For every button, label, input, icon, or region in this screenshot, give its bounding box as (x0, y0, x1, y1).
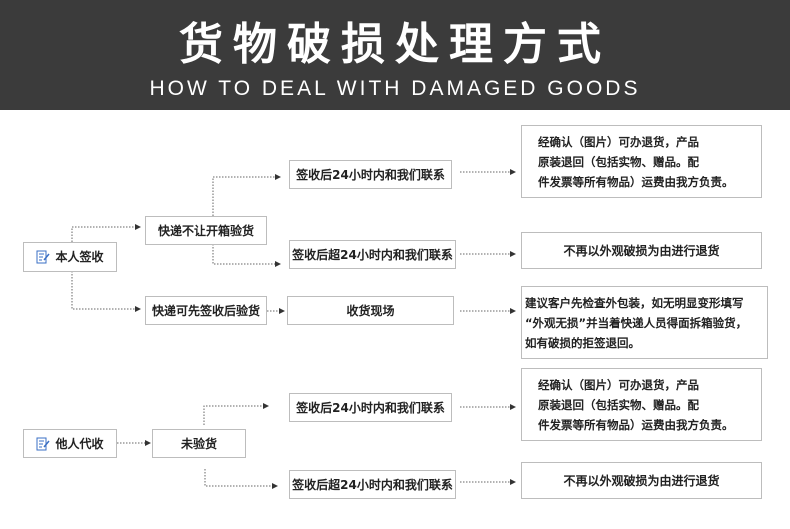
result-line: 建议客户先检查外包装，如无明显变形填写 (525, 296, 744, 310)
other-sign-box: 他人代收 (23, 429, 117, 458)
self-sign-label: 本人签收 (55, 250, 104, 264)
other-sign-label: 他人代收 (55, 436, 104, 451)
within-24h-box: 签收后24小时内和我们联系 (289, 393, 452, 422)
self-sign-box: 本人签收 (23, 242, 117, 272)
can-open-box: 快递可先签收后验货 (145, 296, 267, 325)
result-line: 原装退回（包括实物、赠品。配 (538, 155, 699, 169)
result-line: 经确认（图片）可办退货，产品 (538, 378, 699, 392)
result-line: 原装退回（包括实物、赠品。配 (538, 398, 699, 412)
connector (212, 244, 281, 267)
result-no-return-box: 不再以外观破损为由进行退货 (521, 232, 762, 269)
connector (203, 403, 269, 425)
over-24h-box: 签收后超24小时内和我们联系 (289, 470, 456, 499)
result-line: 件发票等所有物品）运费由我方负责。 (538, 418, 734, 432)
edit-document-icon (36, 250, 51, 264)
on-site-box: 收货现场 (287, 296, 454, 325)
within-24h-box: 签收后24小时内和我们联系 (289, 160, 452, 189)
result-return-box: 经确认（图片）可办退货，产品 原装退回（包括实物、赠品。配 件发票等所有物品）运… (521, 368, 762, 441)
unchecked-box: 未验货 (152, 429, 246, 458)
connector (71, 271, 141, 312)
edit-document-icon (36, 437, 51, 450)
connector (212, 174, 281, 216)
result-site-box: 建议客户先检查外包装，如无明显变形填写 “外观无损”并当着快递人员得面拆箱验货，… (521, 286, 768, 359)
result-line: 经确认（图片）可办退货，产品 (538, 135, 699, 149)
header-banner: 货物破损处理方式 HOW TO DEAL WITH DAMAGED GOODS (0, 0, 790, 110)
result-line: “外观无损”并当着快递人员得面拆箱验货， (525, 316, 748, 330)
result-return-box: 经确认（图片）可办退货，产品 原装退回（包括实物、赠品。配 件发票等所有物品）运… (521, 125, 762, 198)
page-subtitle: HOW TO DEAL WITH DAMAGED GOODS (149, 77, 641, 100)
page-title: 货物破损处理方式 (179, 19, 611, 70)
connector (204, 469, 278, 489)
result-line: 如有破损的拒签退回。 (525, 336, 640, 350)
result-line: 件发票等所有物品）运费由我方负责。 (538, 175, 734, 189)
no-open-box: 快递不让开箱验货 (145, 216, 267, 245)
result-no-return-box: 不再以外观破损为由进行退货 (521, 462, 762, 499)
over-24h-box: 签收后超24小时内和我们联系 (289, 240, 456, 269)
connector (71, 224, 141, 242)
